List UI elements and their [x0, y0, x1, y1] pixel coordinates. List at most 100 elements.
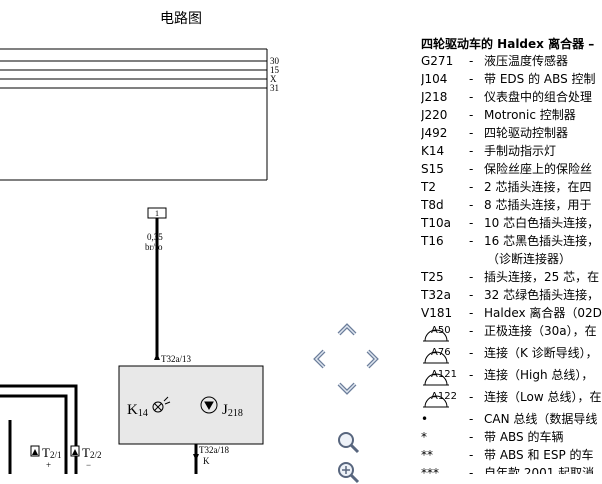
legend-code: T2	[421, 180, 436, 194]
zoom-icon[interactable]	[336, 430, 360, 454]
legend-row: *-带 ABS 的车辆	[421, 428, 602, 446]
legend-row: A121 -连接（High 总线），	[421, 366, 602, 388]
connection-symbol: A121	[421, 366, 457, 386]
legend-dash: -	[469, 126, 474, 140]
legend-code: K14	[421, 144, 445, 158]
legend-dash: -	[469, 270, 474, 284]
legend-dash: -	[469, 162, 474, 176]
legend-row: T8d-8 芯插头连接，用于	[421, 196, 602, 214]
legend-dash: -	[469, 346, 474, 360]
connection-symbol: A122	[421, 388, 457, 408]
pin-t21-label: T2/1	[42, 445, 61, 460]
terminal-15: 15	[270, 65, 280, 75]
terminal-31: 31	[270, 83, 279, 93]
legend-code: J220	[421, 108, 448, 122]
legend-code: T32a	[421, 288, 451, 302]
legend-desc: 连接（Low 总线），在	[484, 390, 602, 404]
legend-code: •	[421, 412, 429, 426]
legend-code: **	[421, 448, 433, 462]
legend-dash: -	[469, 108, 474, 122]
legend-dash: -	[469, 412, 474, 426]
legend-dash: -	[469, 306, 474, 320]
legend-row: V181-Haldex 离合器（02D	[421, 304, 602, 322]
legend-desc: 保险丝座上的保险丝	[484, 162, 593, 176]
legend-code: *	[421, 430, 427, 444]
legend-dash: -	[469, 54, 474, 68]
circuit-diagram: 30 15 X 31 1 0,35 br/ro T32a/13 K14 J218…	[0, 48, 280, 474]
legend-row: A122 -连接（Low 总线），在	[421, 388, 602, 410]
lamp-icon	[152, 396, 171, 413]
legend-row: J218-仪表盘中的组合处理	[421, 88, 602, 106]
legend-row: G271-液压温度传感器	[421, 52, 602, 70]
legend-code: J104	[421, 72, 448, 86]
legend-desc: 32 芯绿色插头连接，	[484, 288, 600, 302]
legend-desc: 正极连接（30a），在	[484, 324, 597, 338]
legend-desc: 连接（High 总线），	[484, 368, 594, 382]
legend-desc: 液压温度传感器	[484, 54, 569, 68]
legend-desc: Haldex 离合器（02D	[484, 306, 602, 320]
wire-gauge-label: 0,35	[147, 232, 163, 242]
legend-row: T2 -2 芯插头连接，在四	[421, 178, 602, 196]
legend-row: J492 -四轮驱动控制器	[421, 124, 602, 142]
legend-dash: -	[469, 90, 474, 104]
legend-desc: 手制动指示灯	[484, 144, 557, 158]
legend-row: J220-Motronic 控制器	[421, 106, 602, 124]
legend-dash: -	[469, 324, 474, 338]
pin-t21-sign: +	[46, 460, 51, 470]
navigation-controls	[312, 322, 382, 484]
legend-code: S15	[421, 162, 444, 176]
terminal-x: X	[270, 74, 277, 84]
legend-code: ***	[421, 466, 439, 474]
legend-dash: -	[469, 234, 474, 248]
legend-desc-continued: （诊断连接器）	[487, 252, 572, 266]
legend-desc: 四轮驱动控制器	[484, 126, 569, 140]
legend-dash: -	[469, 430, 474, 444]
ground-connection-symbol: A50	[421, 322, 451, 342]
legend-code: T16	[421, 234, 444, 248]
legend-code: J492	[421, 126, 448, 140]
pin-top-label: T32a/13	[161, 354, 191, 364]
legend-desc: 带 ABS 和 ESP 的车	[484, 448, 594, 462]
power-bus-lines	[0, 60, 267, 89]
legend-code: J218	[421, 90, 448, 104]
legend-row: *** - 自年款 2001 起取消	[421, 464, 602, 474]
legend-desc: 16 芯黑色插头连接，	[484, 234, 600, 248]
legend-header: 四轮驱动车的 Haldex 离合器 –	[421, 37, 595, 51]
legend-desc: 2 芯插头连接，在四	[484, 180, 592, 194]
component-k14-label: K14	[127, 402, 148, 419]
left-wires	[0, 384, 78, 474]
connector-number: 1	[155, 209, 159, 218]
legend-desc: CAN 总线（数据导线	[484, 412, 598, 426]
pan-down-icon[interactable]	[336, 380, 358, 396]
pin-bottom-label: T32a/18	[199, 445, 229, 455]
legend-row: A50 -正极连接（30a），在	[421, 322, 602, 344]
legend-dash: -	[469, 216, 474, 230]
legend-desc: 自年款 2001 起取消	[484, 466, 595, 474]
legend-dash: -	[469, 466, 474, 474]
zoom-in-icon[interactable]	[336, 460, 360, 484]
legend-code: T10a	[421, 216, 451, 230]
legend-dash: -	[469, 288, 474, 302]
legend-row: T16 -16 芯黑色插头连接， （诊断连接器）	[421, 232, 602, 268]
legend-code: T25	[421, 270, 444, 284]
legend-dash: -	[469, 72, 474, 86]
legend-row: K14-手制动指示灯	[421, 142, 602, 160]
pan-up-icon[interactable]	[336, 322, 358, 338]
legend-row: J104 -带 EDS 的 ABS 控制	[421, 70, 602, 88]
page-title: 电路图	[160, 11, 202, 27]
indicator-icon	[200, 396, 218, 414]
terminal-30: 30	[270, 56, 280, 66]
legend-panel: 四轮驱动车的 Haldex 离合器 – G271-液压温度传感器 J104-带 …	[421, 36, 602, 474]
legend-dash: -	[469, 448, 474, 462]
pin-arrow-top	[154, 353, 160, 360]
legend-code: T8d	[421, 198, 444, 212]
legend-dash: -	[469, 180, 474, 194]
pin-t22-symbol	[70, 445, 80, 457]
pan-right-icon[interactable]	[364, 348, 380, 370]
legend-desc: 带 EDS 的 ABS 控制	[484, 72, 596, 86]
pin-t22-sign: −	[86, 460, 91, 470]
component-box	[118, 365, 264, 445]
legend-dash: -	[469, 198, 474, 212]
legend-row: S15 -保险丝座上的保险丝	[421, 160, 602, 178]
pan-left-icon[interactable]	[312, 348, 328, 370]
